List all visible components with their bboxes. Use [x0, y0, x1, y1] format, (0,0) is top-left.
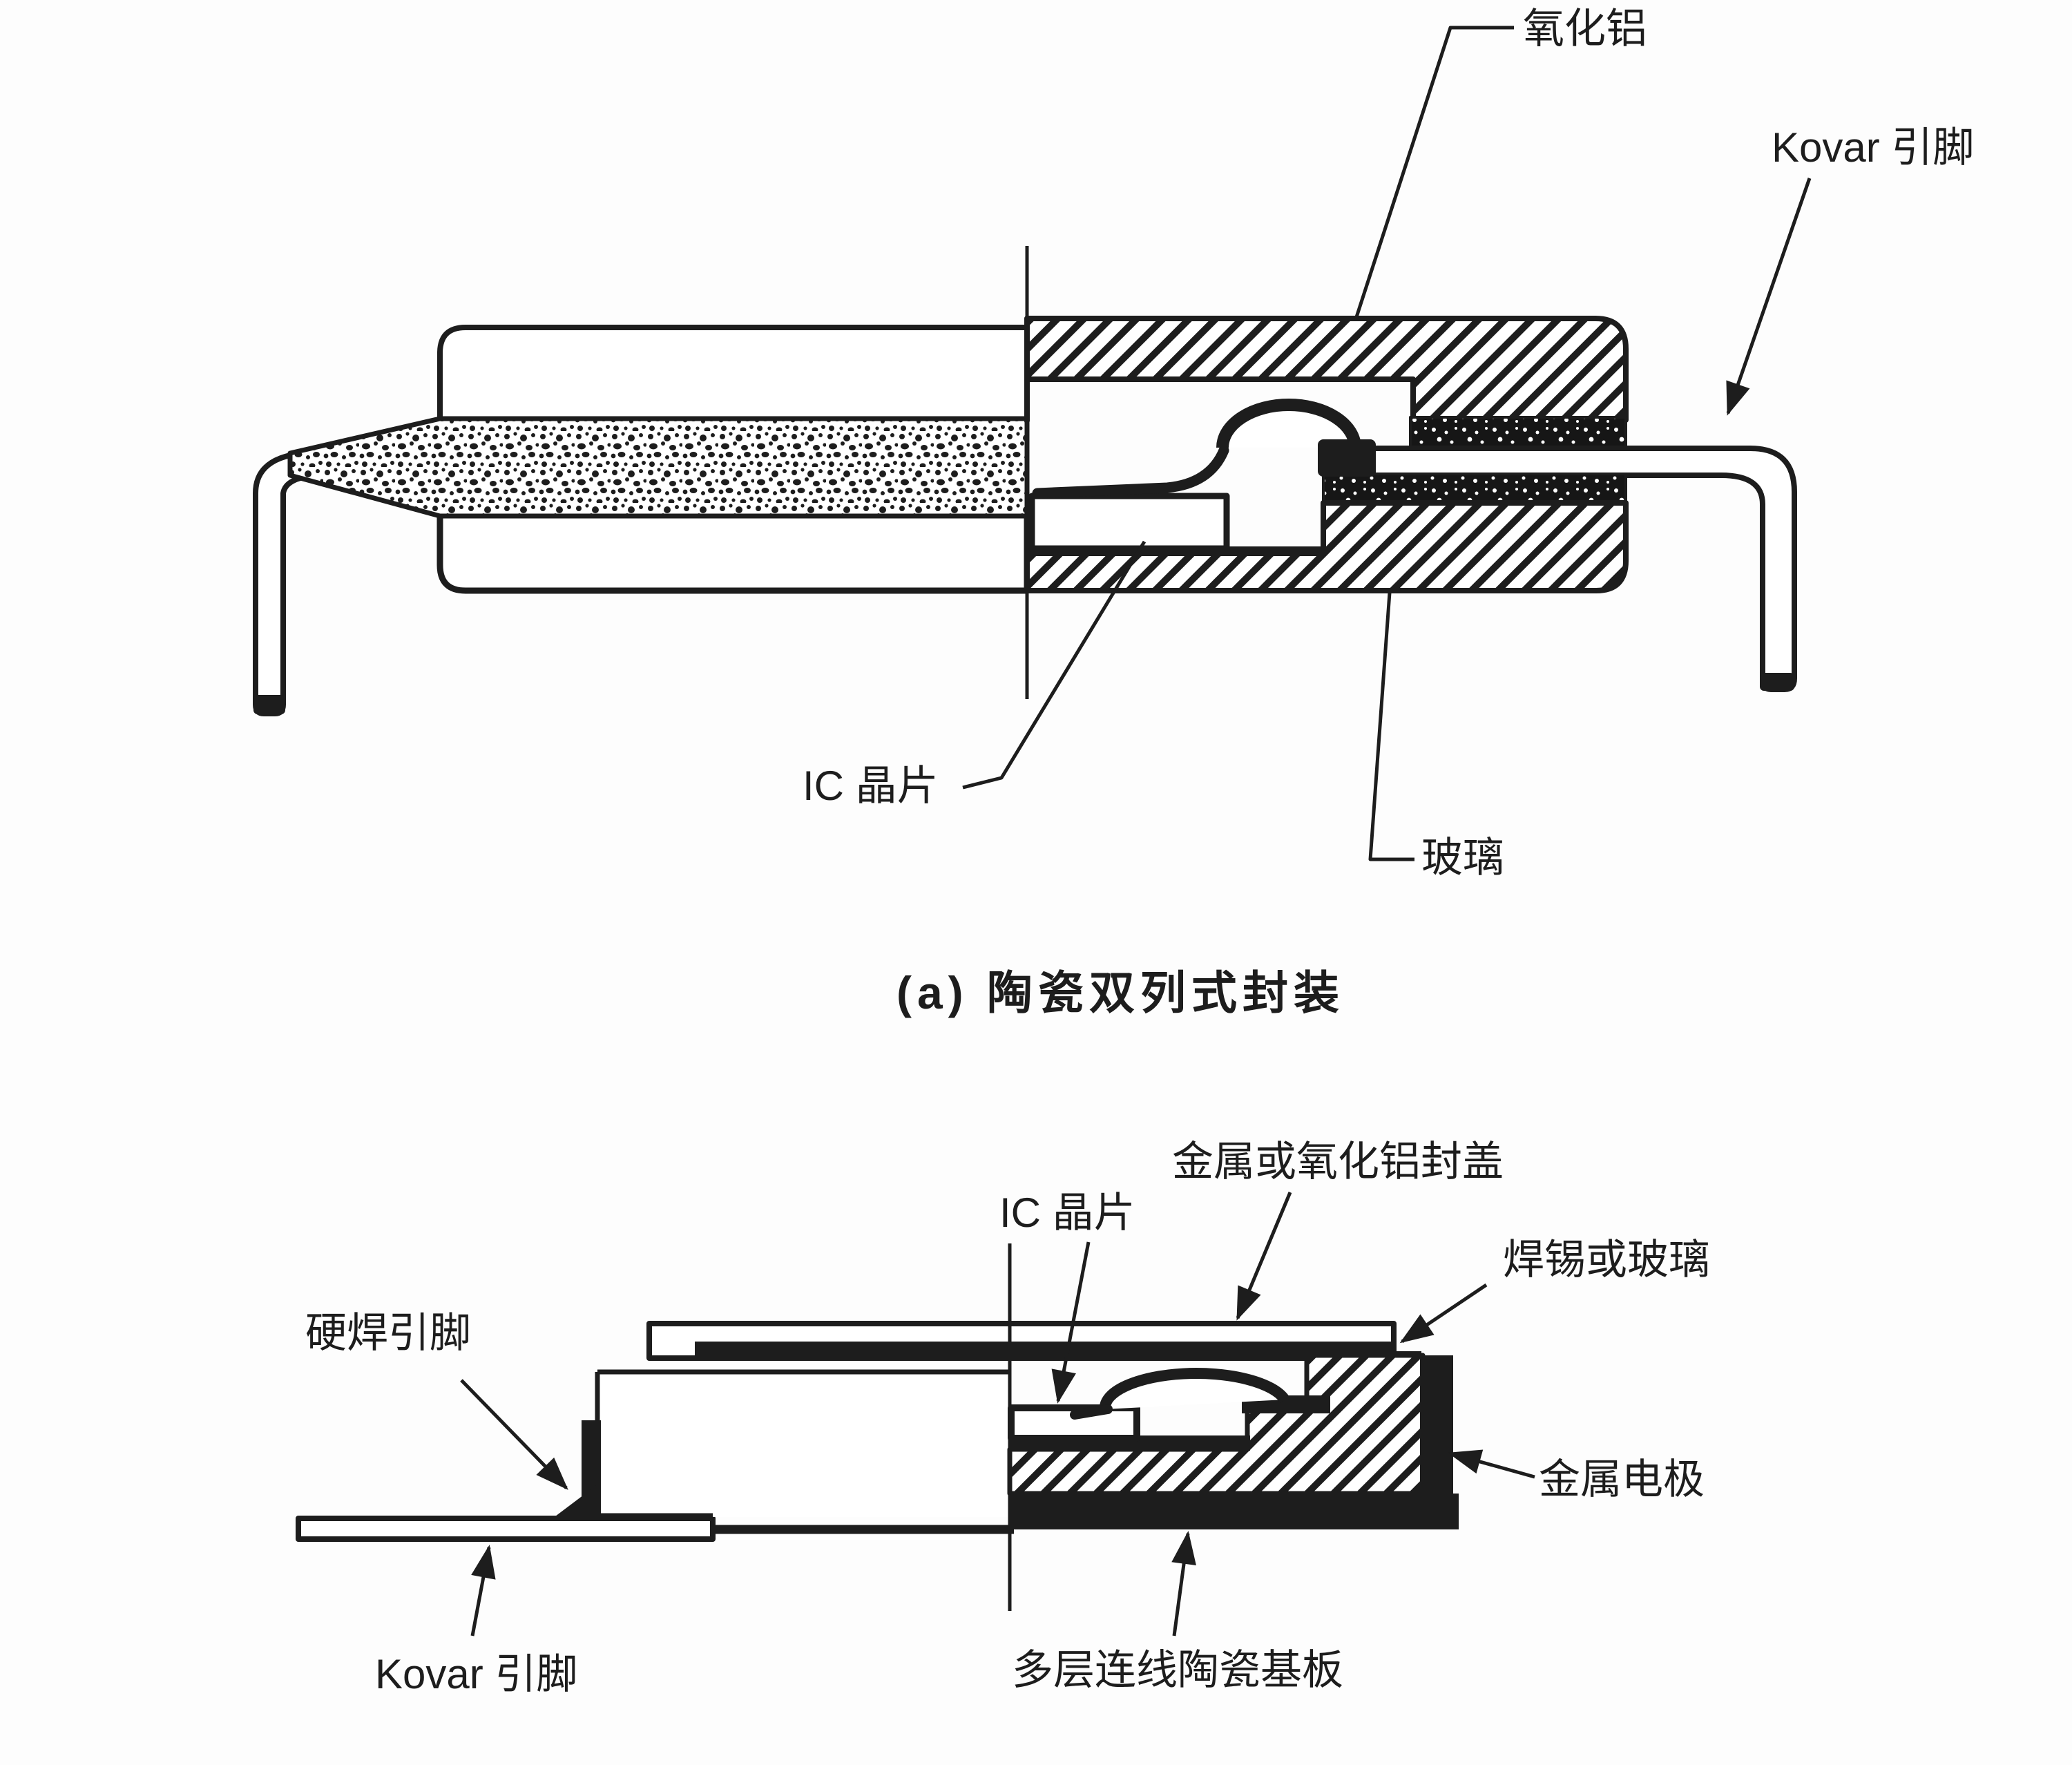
label-glass: 玻璃	[1421, 834, 1504, 881]
ceramic-body-top-left	[437, 325, 1030, 423]
leader-cap-lid	[1236, 1192, 1292, 1321]
right-lead-tip	[1760, 673, 1794, 691]
bond-pad	[1318, 439, 1376, 477]
label-cap-lid: 金属或氧化铝封盖	[1172, 1138, 1504, 1185]
ceramic-body-bottom-left	[437, 511, 1030, 594]
label-alumina: 氧化铝	[1523, 6, 1647, 52]
bond-wire-tail-b	[1070, 1404, 1113, 1420]
leader-solder-or-glass	[1399, 1283, 1488, 1344]
braze-fillet-wedge	[553, 1482, 600, 1518]
glass-seal-lower	[1322, 473, 1627, 504]
leader-metal-electrode	[1448, 1449, 1535, 1479]
package-right-edge	[1420, 1355, 1453, 1529]
flat-package-diagram: IC 晶片 金属或氧化铝封盖 焊锡或玻璃 硬焊引脚 金属电极 Kovar 引脚 …	[296, 1138, 1710, 1697]
bond-wire-left	[1032, 445, 1229, 499]
ceramic-dip-diagram: 氧化铝 Kovar 引脚 IC 晶片 玻璃 (a) 陶瓷双列式封装	[253, 6, 1974, 1018]
label-solder-or-glass: 焊锡或玻璃	[1503, 1237, 1710, 1283]
kovar-lead-strip	[296, 1516, 716, 1542]
caption-a: (a) 陶瓷双列式封装	[896, 967, 1345, 1018]
label-brazed-lead: 硬焊引脚	[305, 1310, 471, 1356]
label-ic-chip-a: IC 晶片	[803, 763, 939, 809]
metal-electrode-band	[1010, 1494, 1459, 1529]
alumina-lid-hatched	[1024, 316, 1629, 423]
leader-kovar-lead-a	[1726, 178, 1812, 416]
leader-kovar-lead-b	[470, 1545, 496, 1637]
bond-wire-dome-b	[1099, 1368, 1289, 1410]
label-kovar-lead-a: Kovar 引脚	[1772, 124, 1974, 171]
bond-wire-dome	[1216, 399, 1361, 448]
label-substrate: 多层连线陶瓷基板	[1012, 1647, 1343, 1693]
package-body	[597, 1372, 1010, 1517]
leader-substrate	[1171, 1531, 1196, 1637]
leader-brazed-lead	[460, 1379, 568, 1490]
leader-ic-chip-b	[1051, 1241, 1091, 1404]
ic-die	[1028, 493, 1230, 552]
left-lead-tip	[253, 695, 285, 714]
leader-alumina	[1354, 26, 1514, 320]
leader-glass	[1368, 592, 1414, 861]
lid-underside-seal	[695, 1342, 1392, 1357]
label-ic-chip-b: IC 晶片	[999, 1190, 1135, 1236]
label-metal-electrode: 金属电极	[1539, 1456, 1705, 1502]
leader-ic-chip-a	[962, 540, 1147, 790]
label-kovar-lead-b: Kovar 引脚	[375, 1651, 577, 1697]
glass-seal-upper	[1409, 416, 1627, 449]
glass-seal-band	[287, 416, 1030, 519]
